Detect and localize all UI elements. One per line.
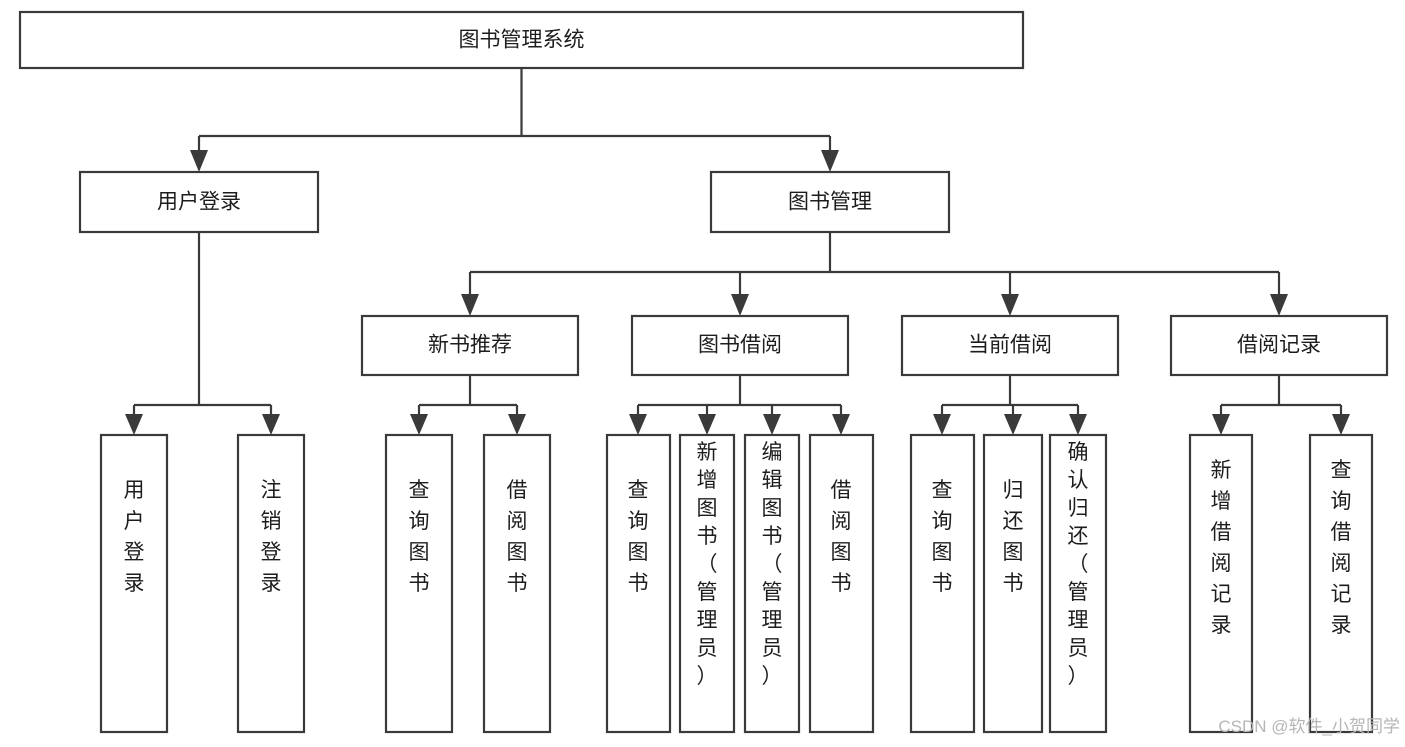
node-root[interactable]: 图书管理系统 xyxy=(18,10,1025,70)
arrowhead-borrow-record xyxy=(1270,294,1288,316)
arrowhead-leaf-add-book xyxy=(698,414,716,435)
arrowhead-leaf-query-book-borrow xyxy=(629,414,647,435)
node-leaf-query-book-current[interactable]: 查询图书 xyxy=(909,433,976,734)
arrowhead-new-book-rec xyxy=(461,294,479,316)
arrowhead-leaf-query-book-rec xyxy=(410,414,428,435)
node-leaf-confirm-return[interactable]: 确认归还（管理员） xyxy=(1048,433,1108,734)
node-leaf-edit-book-box[interactable] xyxy=(743,433,801,734)
arrowhead-leaf-borrow-book-rec xyxy=(508,414,526,435)
node-current-borrow-box[interactable] xyxy=(900,314,1120,377)
arrowhead-leaf-query-record xyxy=(1332,414,1350,435)
node-leaf-query-book-rec-label: 查询图书 xyxy=(409,479,430,595)
node-user-login[interactable]: 用户登录 xyxy=(78,170,320,234)
node-leaf-user-logout-box[interactable] xyxy=(236,433,306,734)
node-borrow-record[interactable]: 借阅记录 xyxy=(1169,314,1389,377)
node-book-manage-box[interactable] xyxy=(709,170,951,234)
node-leaf-query-record-label: 查询借阅记录 xyxy=(1331,459,1352,637)
node-leaf-borrow-book-rec-label: 借阅图书 xyxy=(507,479,528,595)
node-leaf-add-book[interactable]: 新增图书（管理员） xyxy=(678,433,736,734)
node-leaf-user-login-label: 用户登录 xyxy=(124,479,145,595)
node-leaf-user-login-box[interactable] xyxy=(99,433,169,734)
node-user-login-box[interactable] xyxy=(78,170,320,234)
node-leaf-query-book-rec-box[interactable] xyxy=(384,433,454,734)
connector-group-borrow-record xyxy=(1212,375,1350,435)
node-leaf-query-book-current-box[interactable] xyxy=(909,433,976,734)
node-new-book-rec[interactable]: 新书推荐 xyxy=(360,314,580,377)
connector-group-new-book-rec xyxy=(410,375,526,435)
node-borrow-record-label: 借阅记录 xyxy=(1237,334,1321,357)
node-user-login-label: 用户登录 xyxy=(157,191,241,214)
node-leaf-user-logout-label: 注销登录 xyxy=(261,479,282,595)
node-borrow-record-box[interactable] xyxy=(1169,314,1389,377)
connector-group-root xyxy=(190,68,839,172)
node-leaf-query-book-rec[interactable]: 查询图书 xyxy=(384,433,454,734)
node-leaf-query-record[interactable]: 查询借阅记录 xyxy=(1308,433,1374,734)
node-leaf-query-book-borrow[interactable]: 查询图书 xyxy=(605,433,672,734)
node-leaf-add-record-label: 新增借阅记录 xyxy=(1211,459,1232,637)
node-leaf-borrow-book-rec[interactable]: 借阅图书 xyxy=(482,433,552,734)
connector-group-current-borrow xyxy=(933,375,1087,435)
node-current-borrow-label: 当前借阅 xyxy=(968,334,1052,357)
node-leaf-confirm-return-label: 确认归还（管理员） xyxy=(1068,441,1089,688)
node-leaf-borrow-book-rec-box[interactable] xyxy=(482,433,552,734)
node-leaf-add-record[interactable]: 新增借阅记录 xyxy=(1188,433,1254,734)
node-book-borrow-box[interactable] xyxy=(630,314,850,377)
arrowhead-leaf-confirm-return xyxy=(1069,414,1087,435)
node-root-label: 图书管理系统 xyxy=(459,29,585,52)
arrowhead-book-manage xyxy=(821,150,839,172)
node-leaf-return-book[interactable]: 归还图书 xyxy=(982,433,1044,734)
node-leaf-confirm-return-box[interactable] xyxy=(1048,433,1108,734)
csdn-watermark: CSDN @软件_小贺同学 xyxy=(1218,717,1400,736)
node-leaf-query-book-current-label: 查询图书 xyxy=(932,479,953,595)
node-leaf-edit-book[interactable]: 编辑图书（管理员） xyxy=(743,433,801,734)
connector-group-book-manage xyxy=(461,232,1288,316)
node-leaf-user-login[interactable]: 用户登录 xyxy=(99,433,169,734)
node-root-box[interactable] xyxy=(18,10,1025,70)
arrowhead-current-borrow xyxy=(1001,294,1019,316)
arrowhead-leaf-user-logout xyxy=(262,414,280,435)
arrowhead-leaf-edit-book xyxy=(763,414,781,435)
node-leaf-user-logout[interactable]: 注销登录 xyxy=(236,433,306,734)
node-leaf-add-record-box[interactable] xyxy=(1188,433,1254,734)
node-book-manage[interactable]: 图书管理 xyxy=(709,170,951,234)
node-new-book-rec-box[interactable] xyxy=(360,314,580,377)
node-book-manage-label: 图书管理 xyxy=(788,191,872,214)
arrowhead-leaf-user-login xyxy=(125,414,143,435)
node-book-borrow[interactable]: 图书借阅 xyxy=(630,314,850,377)
node-leaf-add-book-box[interactable] xyxy=(678,433,736,734)
connector-group-user-login xyxy=(125,232,280,435)
arrowhead-leaf-return-book xyxy=(1004,414,1022,435)
arrowhead-book-borrow xyxy=(731,294,749,316)
node-leaf-borrow-book-label: 借阅图书 xyxy=(831,479,852,595)
node-leaf-borrow-book[interactable]: 借阅图书 xyxy=(808,433,875,734)
node-leaf-query-record-box[interactable] xyxy=(1308,433,1374,734)
arrowhead-leaf-add-record xyxy=(1212,414,1230,435)
node-leaf-return-book-label: 归还图书 xyxy=(1003,479,1024,595)
node-leaf-borrow-book-box[interactable] xyxy=(808,433,875,734)
node-new-book-rec-label: 新书推荐 xyxy=(428,334,512,357)
connector-group-book-borrow xyxy=(629,375,850,435)
node-current-borrow[interactable]: 当前借阅 xyxy=(900,314,1120,377)
node-leaf-add-book-label: 新增图书（管理员） xyxy=(697,441,718,688)
node-leaf-return-book-box[interactable] xyxy=(982,433,1044,734)
node-book-borrow-label: 图书借阅 xyxy=(698,334,782,357)
arrowhead-leaf-query-book-current xyxy=(933,414,951,435)
node-leaf-query-book-borrow-label: 查询图书 xyxy=(628,479,649,595)
node-leaf-edit-book-label: 编辑图书（管理员） xyxy=(762,441,783,688)
node-leaf-query-book-borrow-box[interactable] xyxy=(605,433,672,734)
arrowhead-user-login xyxy=(190,150,208,172)
arrowhead-leaf-borrow-book xyxy=(832,414,850,435)
